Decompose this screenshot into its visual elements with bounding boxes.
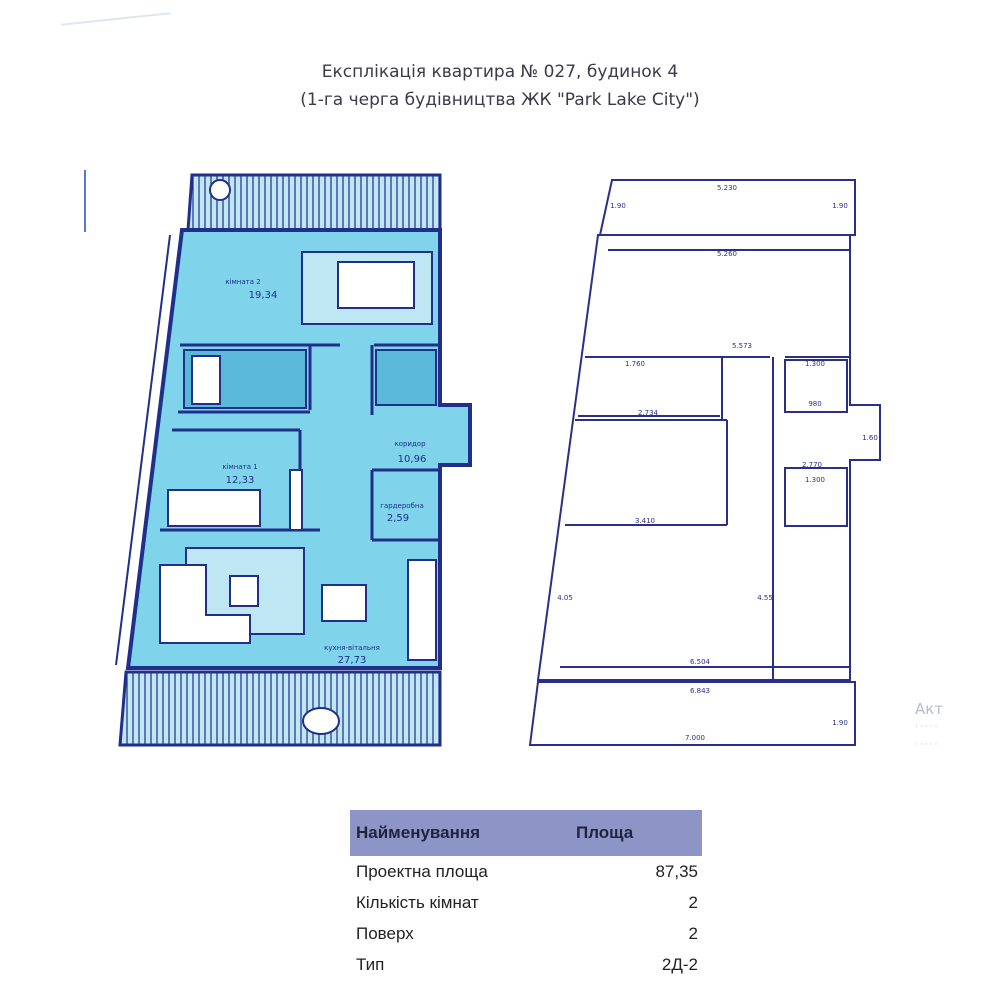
row-label: Поверх: [356, 923, 414, 943]
terrace-table: [302, 707, 340, 735]
document-subtitle: (1-га черга будівництва ЖК "Park Lake Ci…: [300, 90, 700, 110]
row-label: Кількість кімнат: [356, 892, 479, 912]
document-title: Експлікація квартира № 027, будинок 4: [321, 62, 679, 82]
room-name: кімната 2: [225, 278, 260, 286]
dimension-label: 6.504: [690, 658, 711, 666]
dimension-label: 5.230: [717, 184, 737, 192]
column-header: Найменування: [356, 823, 481, 842]
apartment-summary-table: Найменування Площа Проектна площа 87,35 К…: [350, 810, 702, 980]
table-row: Тип 2Д-2: [350, 949, 702, 980]
table-row: Проектна площа 87,35: [350, 856, 702, 887]
dimension-label: 2.734: [638, 409, 659, 417]
watermark: Акт··········: [915, 700, 944, 750]
room-area: 10,96: [398, 454, 427, 465]
bathtub: [191, 355, 221, 405]
kitchen-counter: [407, 559, 437, 661]
room-area: 12,33: [226, 475, 255, 486]
dimension-label: 1.300: [805, 476, 825, 484]
table-header: Найменування Площа: [350, 810, 702, 856]
row-label: Тип: [356, 954, 385, 974]
room-name: коридор: [394, 440, 426, 448]
dimension-label: 2.770: [802, 461, 822, 469]
dimension-label: 5.573: [732, 342, 752, 350]
row-value: 2Д-2: [661, 954, 698, 974]
toilet-room: [375, 349, 437, 406]
dimension-label: 980: [808, 400, 821, 408]
dimension-label: 1.90: [832, 202, 848, 210]
room-area: 19,34: [249, 290, 278, 301]
room-name: кухня-вітальня: [324, 644, 380, 652]
dimension-label: 4.05: [557, 594, 573, 602]
dimension-label: 1.90: [610, 202, 626, 210]
furnished-floor-plan: кімната 2 19,34 кімната 1 12,33 коридор …: [115, 173, 881, 747]
room-name: кімната 1: [222, 463, 257, 471]
row-value: 87,35: [655, 861, 698, 881]
dimension-floor-plan: [528, 179, 881, 746]
column-header: Площа: [576, 823, 634, 842]
watermark-text: Акт: [915, 700, 944, 718]
bed: [337, 261, 415, 309]
dimension-label: 1.300: [805, 360, 825, 368]
scan-mark: [84, 170, 86, 232]
dimension-label: 5.260: [717, 250, 737, 258]
row-label: Проектна площа: [356, 861, 488, 881]
dimension-label: 6.843: [690, 687, 710, 695]
dining-table: [321, 584, 367, 622]
dimension-label: 1.60: [862, 434, 878, 442]
wardrobe: [289, 469, 303, 531]
row-value: 2: [688, 892, 698, 912]
room-name: гардеробна: [380, 502, 423, 510]
dimension-label: 7.000: [685, 734, 705, 742]
coffee-table: [229, 575, 259, 607]
room-area: 27,73: [338, 655, 367, 666]
dimension-label: 4.55: [757, 594, 773, 602]
room-area: 2,59: [387, 513, 409, 524]
sofa: [159, 564, 251, 644]
row-value: 2: [688, 923, 698, 943]
dimension-label: 3.410: [635, 517, 655, 525]
bed-small: [167, 489, 261, 527]
dimension-label: 1.760: [625, 360, 645, 368]
table-row: Поверх 2: [350, 918, 702, 949]
table-row: Кількість кімнат 2: [350, 887, 702, 918]
dimension-label: 1.90: [832, 719, 848, 727]
terrace-bottom: [118, 670, 442, 747]
